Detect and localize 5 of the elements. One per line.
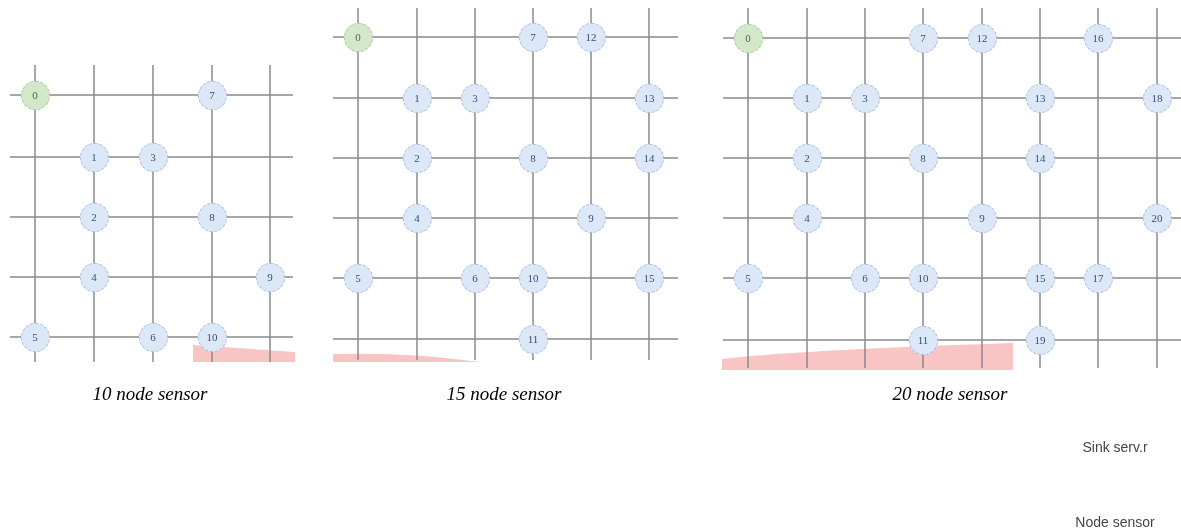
- panel-caption: 20 node sensor: [891, 382, 1009, 406]
- panel-caption: 10 node sensor: [91, 382, 209, 406]
- legend-text: Sink serv.r: [1081, 438, 1149, 457]
- legend-text: Node sensor: [1074, 513, 1156, 531]
- panel-caption: 15 node sensor: [445, 382, 563, 406]
